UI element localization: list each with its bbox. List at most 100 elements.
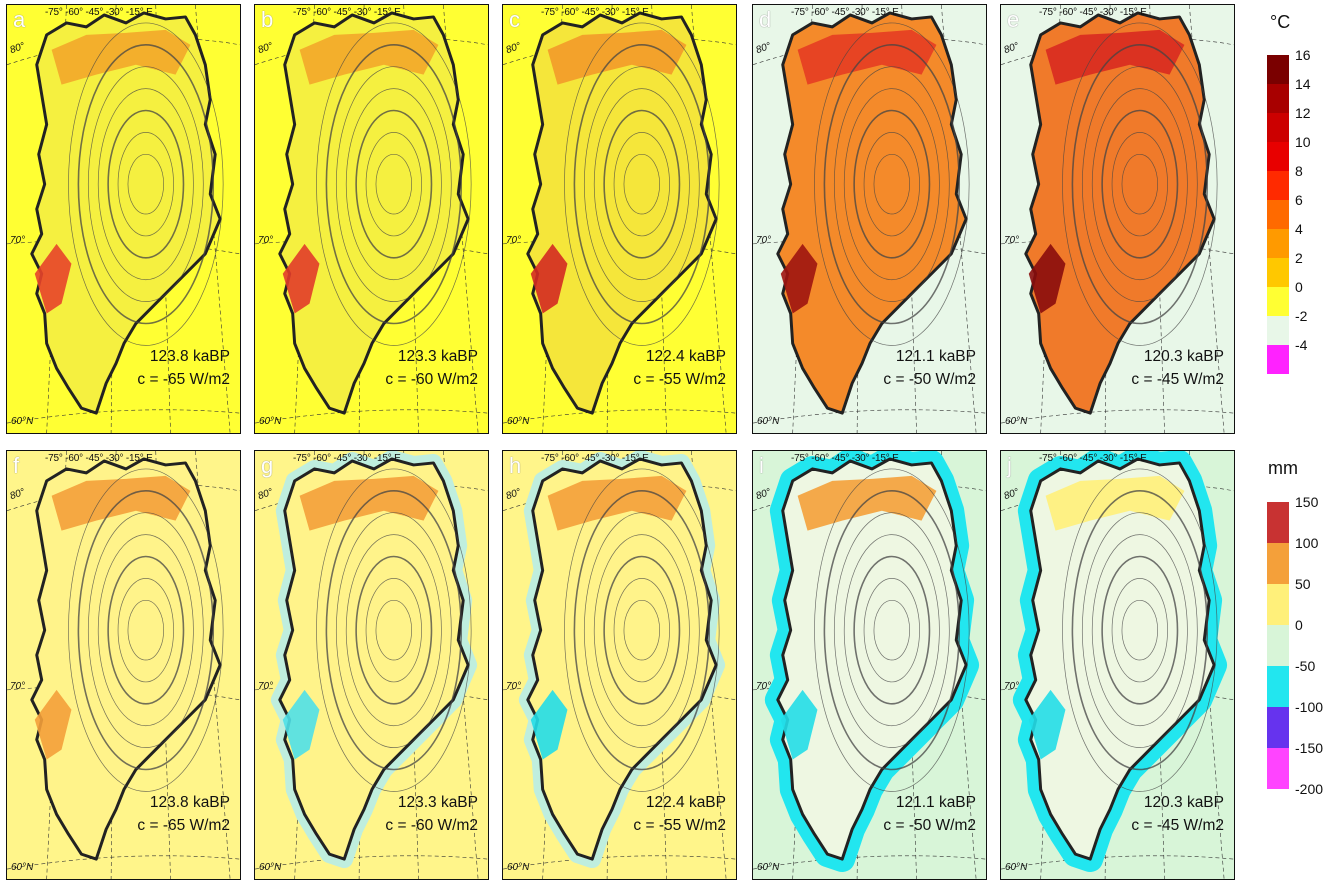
era-label: 120.3 kaBP <box>1143 794 1224 811</box>
greenland-outline <box>30 457 222 861</box>
graticule-line <box>1001 409 1234 424</box>
longitude-labels: -75° -60° -45° -30° -15° E <box>1039 7 1147 18</box>
elevation-contour <box>863 578 920 683</box>
elevation-contour <box>814 22 970 346</box>
elevation-contour <box>87 66 204 302</box>
latitude-label-60: 60°N <box>757 862 780 873</box>
graticule-line <box>753 855 986 870</box>
forcing-label: c = -65 W/m2 <box>137 817 230 834</box>
elevation-contour <box>316 468 472 792</box>
colorbar-tick-label: -150 <box>1295 740 1324 756</box>
longitude-labels: -75° -60° -45° -30° -15° E <box>293 453 401 464</box>
elevation-contour <box>335 66 452 302</box>
elevation-contour <box>833 512 950 748</box>
anomaly-region-north <box>547 29 687 85</box>
colorbar-swatch <box>1267 707 1289 748</box>
longitude-labels: -75° -60° -45° -30° -15° E <box>791 7 899 18</box>
elevation-contour <box>833 66 950 302</box>
anomaly-region-southwest <box>1028 243 1066 314</box>
forcing-label: c = -60 W/m2 <box>385 817 478 834</box>
latitude-label-70: 70° <box>506 681 522 692</box>
elevation-contour <box>853 555 931 705</box>
greenland-map <box>753 5 986 433</box>
greenland-map <box>503 451 736 879</box>
greenland-outline <box>526 11 718 415</box>
anomaly-region-north <box>547 475 687 531</box>
latitude-label-70: 70° <box>756 235 772 246</box>
forcing-label: c = -45 W/m2 <box>1131 371 1224 388</box>
longitude-labels: -75° -60° -45° -30° -15° E <box>45 7 153 18</box>
anomaly-region-north <box>51 29 191 85</box>
forcing-label: c = -50 W/m2 <box>883 817 976 834</box>
elevation-contour <box>365 578 422 683</box>
elevation-contour <box>873 599 911 661</box>
latitude-label-70: 70° <box>756 681 772 692</box>
greenland-map <box>1001 5 1234 433</box>
elevation-contour <box>853 109 931 259</box>
greenland-outline <box>526 457 718 861</box>
panel-letter: g <box>261 453 274 478</box>
elevation-contour <box>1081 66 1198 302</box>
colorbar-swatch <box>1267 113 1289 142</box>
era-label: 121.1 kaBP <box>895 794 976 811</box>
elevation-contour <box>1101 109 1179 259</box>
colorbar-swatch <box>1267 345 1289 374</box>
colorbar-swatch <box>1267 316 1289 345</box>
anomaly-region-north <box>797 29 937 85</box>
longitude-labels: -75° -60° -45° -30° -15° E <box>45 453 153 464</box>
anomaly-region-north <box>797 475 937 531</box>
era-label: 123.3 kaBP <box>397 348 478 365</box>
elevation-contour <box>843 534 940 727</box>
elevation-contour <box>345 88 442 281</box>
elevation-contour <box>355 109 433 259</box>
latitude-label-60: 60°N <box>757 416 780 427</box>
colorbar-tick-label: -100 <box>1295 699 1324 715</box>
colorbar-tick-label: -200 <box>1295 781 1324 797</box>
panel-caption: 121.1 kaBP c = -50 W/m2 <box>883 791 976 837</box>
era-label: 121.1 kaBP <box>895 348 976 365</box>
graticule-line <box>503 855 736 870</box>
colorbar-tick-label: -50 <box>1295 658 1316 674</box>
latitude-label-60: 60°N <box>1005 862 1028 873</box>
greenland-outline <box>1024 11 1216 415</box>
anomaly-region-southwest <box>282 689 320 760</box>
elevation-contour <box>68 22 224 346</box>
anomaly-region-north <box>1045 29 1185 85</box>
anomaly-region-southwest <box>780 243 818 314</box>
elevation-contour <box>335 512 452 748</box>
elevation-contour <box>1111 578 1168 683</box>
colorbar-swatch <box>1267 584 1289 625</box>
colorbar-swatch <box>1267 171 1289 200</box>
greenland-map <box>255 5 488 433</box>
latitude-label-60: 60°N <box>1005 416 1028 427</box>
colorbar-swatch <box>1267 625 1289 666</box>
elevation-contour <box>1091 534 1188 727</box>
elevation-contour <box>573 44 711 325</box>
colorbar-swatch <box>1267 666 1289 707</box>
anomaly-region-north <box>1045 475 1185 531</box>
greenland-map <box>1001 451 1234 879</box>
colorbar-swatch <box>1267 748 1289 789</box>
elevation-contour <box>355 555 433 705</box>
colorbar-tick-label: 10 <box>1295 134 1311 150</box>
elevation-contour <box>593 88 690 281</box>
forcing-label: c = -50 W/m2 <box>883 371 976 388</box>
graticule-line <box>753 409 986 424</box>
colorbar-tick-label: 16 <box>1295 47 1311 63</box>
elevation-contour <box>1101 555 1179 705</box>
latitude-label-70: 70° <box>1004 235 1020 246</box>
elevation-contour <box>613 578 670 683</box>
elevation-contour <box>77 490 215 771</box>
elevation-contour <box>814 468 970 792</box>
colorbar-swatch <box>1267 502 1289 543</box>
elevation-contour <box>583 512 700 748</box>
elevation-contour <box>1091 88 1188 281</box>
